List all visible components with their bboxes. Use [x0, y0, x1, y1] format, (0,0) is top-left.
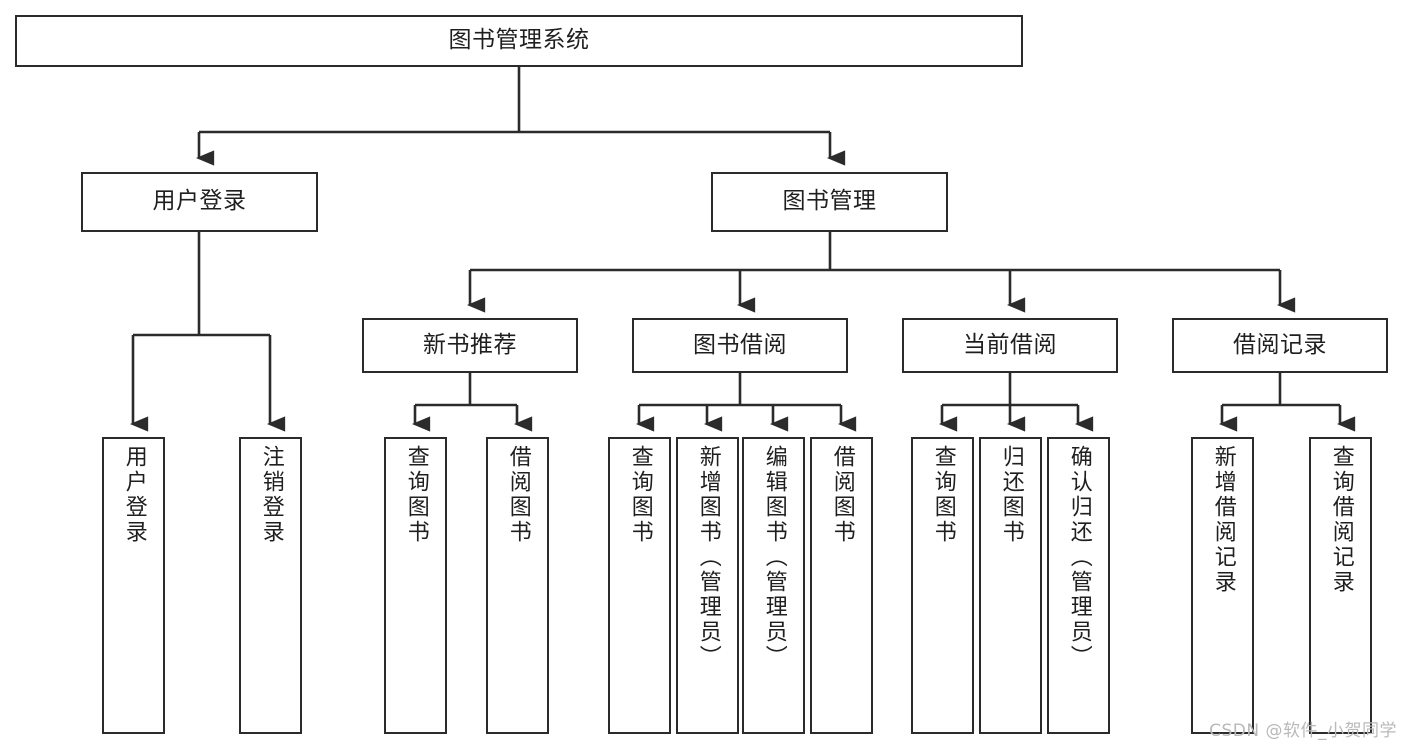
leaf-record-query-record[interactable]: 查询借阅记录: [1309, 437, 1372, 734]
leaf-user-login-login[interactable]: 用户登录: [102, 437, 165, 734]
node-book-management-label: 图书管理: [782, 188, 877, 215]
leaf-user-login-logout-label: 注销登录: [258, 445, 284, 545]
leaf-new-book-borrow-label: 借阅图书: [505, 445, 531, 545]
node-book-borrow[interactable]: 图书借阅: [632, 318, 848, 373]
leaf-new-book-query[interactable]: 查询图书: [384, 437, 447, 734]
node-user-login-label: 用户登录: [152, 188, 247, 215]
leaf-borrow-query-book-label: 查询图书: [627, 445, 653, 545]
node-current-borrow-label: 当前借阅: [963, 331, 1057, 358]
leaf-current-confirm-return-label: 确认归还（管理员）: [1066, 445, 1092, 670]
node-user-login[interactable]: 用户登录: [81, 172, 318, 232]
leaf-current-return-book[interactable]: 归还图书: [979, 437, 1042, 734]
leaf-borrow-add-book-label: 新增图书（管理员）: [695, 445, 721, 670]
node-current-borrow[interactable]: 当前借阅: [902, 318, 1118, 373]
leaf-borrow-borrow-book[interactable]: 借阅图书: [810, 437, 873, 734]
leaf-record-add-record[interactable]: 新增借阅记录: [1191, 437, 1254, 734]
leaf-current-query-book-label: 查询图书: [930, 445, 956, 545]
leaf-borrow-query-book[interactable]: 查询图书: [608, 437, 671, 734]
leaf-user-login-login-label: 用户登录: [121, 445, 147, 545]
leaf-current-query-book[interactable]: 查询图书: [911, 437, 974, 734]
node-new-book-recommend-label: 新书推荐: [423, 331, 517, 358]
leaf-record-query-record-label: 查询借阅记录: [1328, 445, 1354, 595]
leaf-borrow-edit-book[interactable]: 编辑图书（管理员）: [742, 437, 805, 734]
node-book-management[interactable]: 图书管理: [711, 172, 948, 232]
leaf-current-return-book-label: 归还图书: [998, 445, 1024, 545]
leaf-borrow-borrow-book-label: 借阅图书: [829, 445, 855, 545]
leaf-borrow-add-book[interactable]: 新增图书（管理员）: [676, 437, 739, 734]
node-book-borrow-label: 图书借阅: [693, 331, 787, 358]
leaf-current-confirm-return[interactable]: 确认归还（管理员）: [1047, 437, 1110, 734]
node-root-label: 图书管理系统: [448, 27, 590, 54]
leaf-record-add-record-label: 新增借阅记录: [1210, 445, 1236, 595]
leaf-new-book-query-label: 查询图书: [403, 445, 429, 545]
node-borrow-record-label: 借阅记录: [1233, 331, 1327, 358]
leaf-borrow-edit-book-label: 编辑图书（管理员）: [761, 445, 787, 670]
node-root-book-management-system[interactable]: 图书管理系统: [15, 15, 1023, 67]
leaf-new-book-borrow[interactable]: 借阅图书: [486, 437, 549, 734]
node-new-book-recommend[interactable]: 新书推荐: [362, 318, 578, 373]
leaf-user-login-logout[interactable]: 注销登录: [239, 437, 302, 734]
csdn-watermark: CSDN @软件_小贺同学: [1209, 721, 1397, 741]
node-borrow-record[interactable]: 借阅记录: [1172, 318, 1388, 373]
